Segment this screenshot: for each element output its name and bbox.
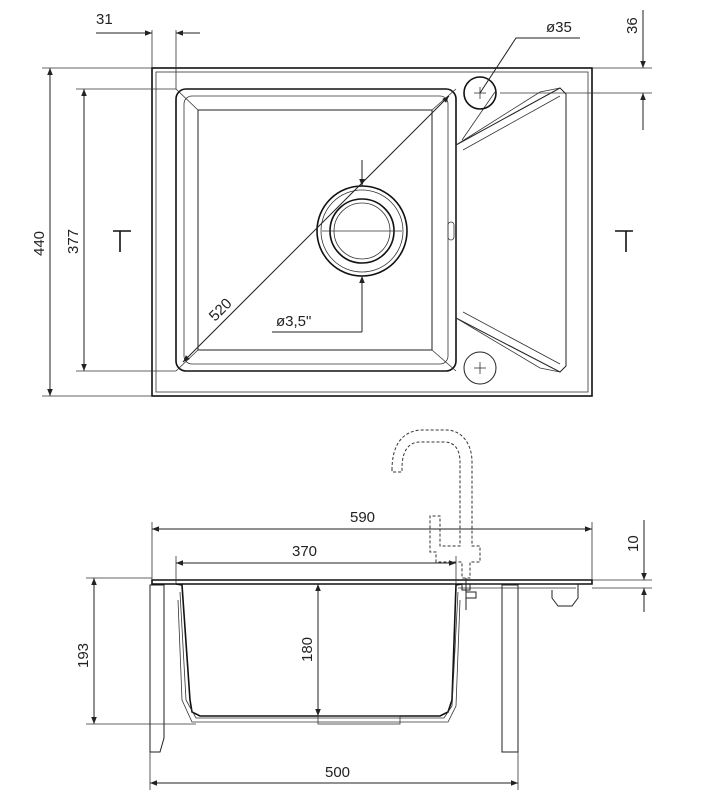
dim-overall-width: 590	[350, 509, 375, 526]
cabinet-left-wall	[149, 584, 165, 753]
dim-cabinet-height: 193	[75, 643, 92, 668]
dim-bowl-height: 180	[299, 637, 316, 662]
dim-drain-size: ø3,5"	[276, 313, 311, 330]
drainer-area	[455, 87, 567, 373]
dim-bowl-width: 370	[292, 543, 317, 560]
dim-tap-hole-diameter: ø35	[546, 19, 572, 36]
section-marker-left-icon	[113, 230, 131, 252]
dim-flange-height: 10	[625, 535, 642, 552]
dim-bowl-depth: 377	[65, 229, 82, 254]
section-marker-right-icon	[615, 230, 633, 252]
dim-overall-depth: 440	[31, 231, 48, 256]
dim-flange-offset: 31	[96, 11, 113, 28]
dim-cabinet-width: 500	[325, 764, 350, 781]
sink-outline-top	[151, 67, 593, 397]
top-view: 31 ø35 36 440 377 520 ø3,5"	[31, 10, 652, 397]
faucet-icon	[391, 429, 481, 610]
dim-bowl-diagonal: 520	[206, 295, 236, 325]
cabinet-right-wall	[501, 584, 519, 753]
dim-tap-hole-offset: 36	[624, 17, 641, 34]
side-view: 590 370 180 193 10 500	[75, 429, 652, 790]
bowl-profile	[175, 583, 463, 725]
alt-tap-hole-icon	[463, 351, 497, 385]
